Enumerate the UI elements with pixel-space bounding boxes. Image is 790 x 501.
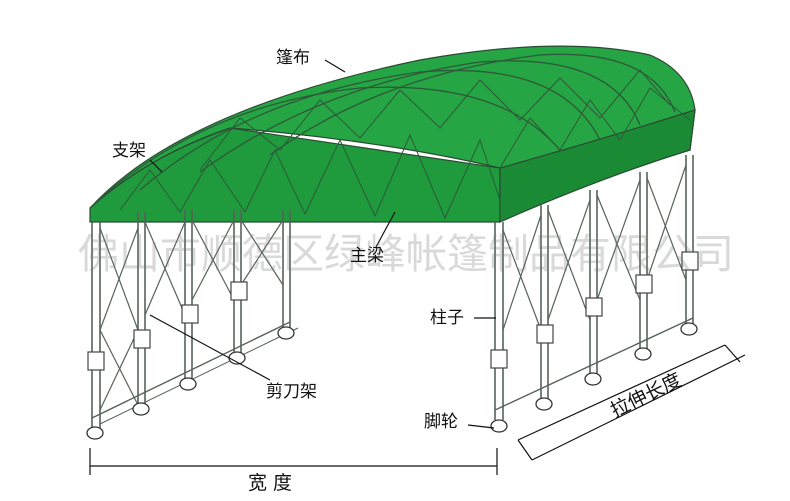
casters bbox=[86, 322, 698, 440]
left-bottom-rail bbox=[91, 321, 291, 419]
left-scissor-frames bbox=[99, 219, 284, 411]
left-bottom-rail-inner bbox=[99, 327, 299, 425]
right-columns bbox=[494, 155, 694, 420]
label-caster: 脚轮 bbox=[424, 412, 458, 432]
label-column: 柱子 bbox=[430, 308, 464, 328]
column-joints bbox=[87, 251, 699, 371]
dimension-width: 宽 度 bbox=[248, 472, 293, 494]
watermark-text: 佛山市顺德区绿峰帐篷制品有限公司 bbox=[78, 230, 734, 278]
right-scissor-frames bbox=[502, 164, 687, 331]
right-bottom-rail bbox=[494, 317, 694, 411]
leader-lines bbox=[149, 59, 496, 429]
label-canvas: 篷布 bbox=[276, 48, 310, 68]
left-columns bbox=[91, 210, 291, 428]
roof-arch-ribs bbox=[89, 53, 676, 209]
label-main-beam: 主梁 bbox=[350, 246, 384, 266]
label-scissor-frame: 剪刀架 bbox=[266, 382, 317, 402]
roof-right-face bbox=[499, 109, 696, 223]
label-brace: 支架 bbox=[112, 141, 146, 161]
dimension-lines bbox=[89, 344, 746, 475]
roof-trusses bbox=[119, 69, 691, 220]
